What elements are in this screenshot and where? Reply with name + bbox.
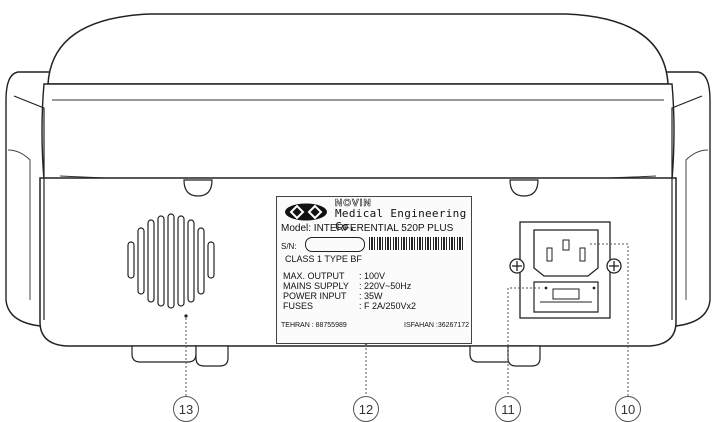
lid-lower-band — [41, 83, 675, 181]
leader-lines — [185, 243, 629, 396]
brand-name: NOVIN — [335, 198, 372, 210]
callout-12: 12 — [353, 396, 379, 422]
callout-11: 11 — [495, 396, 521, 422]
spec-key: MAINS SUPPLY — [283, 281, 349, 291]
spec-key: FUSES — [283, 301, 314, 311]
brand-logo-icon — [285, 203, 327, 221]
right-screw — [606, 258, 622, 274]
callout-10: 10 — [615, 396, 641, 422]
spec-value: : 35W — [359, 291, 383, 301]
spec-row: FUSES : F 2A/250Vx2 — [283, 301, 416, 311]
spec-table: MAX. OUTPUT : 100V MAINS SUPPLY : 220V~5… — [283, 271, 416, 311]
spec-value: : 100V — [359, 271, 386, 281]
serial-number-box — [305, 237, 365, 252]
serial-label: S/N: — [281, 242, 297, 251]
left-latch — [183, 179, 213, 197]
left-screw — [509, 258, 525, 274]
power-inlet-module — [519, 221, 611, 319]
contact-tehran: TEHRAN : 88755989 — [281, 322, 347, 329]
rating-label-plate: NOVIN Medical Engineering Co. Model: INT… — [276, 196, 472, 344]
spec-row: MAINS SUPPLY : 220V~50Hz — [283, 281, 416, 291]
top-lid — [47, 13, 669, 85]
brand-tagline: Medical Engineering Co. — [335, 207, 467, 233]
contact-line: TEHRAN : 88755989 ISFAHAN :36267172 — [281, 322, 469, 329]
speaker-grille — [127, 213, 215, 309]
iec-socket — [533, 229, 599, 277]
contact-isfahan: ISFAHAN :36267172 — [404, 322, 469, 329]
barcode — [369, 237, 465, 250]
right-latch — [509, 179, 539, 197]
spec-row: MAX. OUTPUT : 100V — [283, 271, 416, 281]
spec-row: POWER INPUT : 35W — [283, 291, 416, 301]
feet — [131, 345, 541, 367]
classification-line: CLASS 1 TYPE BF — [285, 254, 362, 264]
model-line: Model: INTERFERENTIAL 520P PLUS — [281, 223, 454, 234]
spec-value: : 220V~50Hz — [359, 281, 412, 291]
callout-13: 13 — [173, 396, 199, 422]
spec-value: : F 2A/250Vx2 — [359, 301, 417, 311]
spec-key: POWER INPUT — [283, 291, 347, 301]
spec-key: MAX. OUTPUT — [283, 271, 345, 281]
